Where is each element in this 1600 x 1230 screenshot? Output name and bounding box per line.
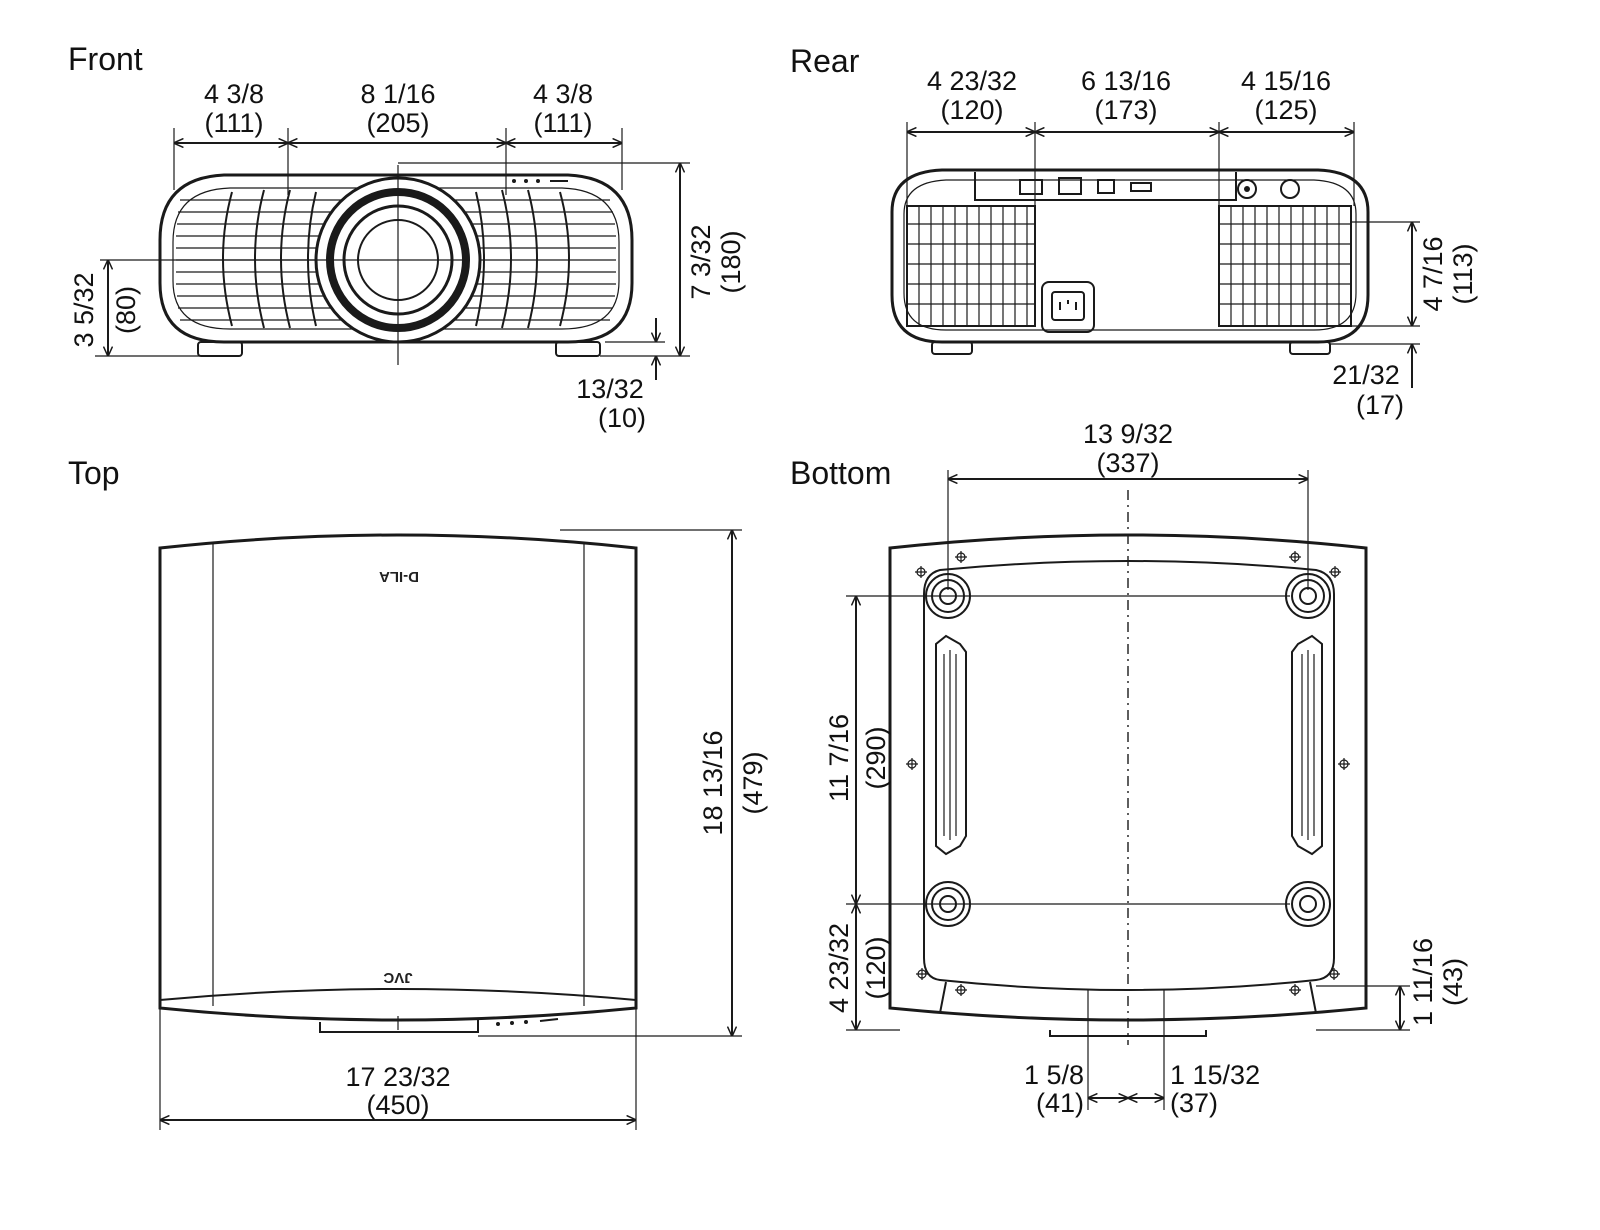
rear-view: Rear xyxy=(790,43,1478,420)
ac-power-inlet xyxy=(1041,281,1095,333)
front-center-width-in: 8 1/16 xyxy=(360,79,435,109)
hdmi-port-2 xyxy=(1058,177,1082,195)
top-view: Top D-ILA JVC 17 23/32 (450) 18 13/16 xyxy=(68,455,768,1130)
front-left-width-mm: (111) xyxy=(204,108,263,138)
front-right-width-in: 4 3/8 xyxy=(533,79,593,109)
front-lens-height-mm: (80) xyxy=(111,286,141,334)
hdmi-port-1 xyxy=(1019,179,1043,195)
front-status-leds xyxy=(512,179,568,183)
top-jvc-logo: JVC xyxy=(383,969,412,986)
bottom-front-foot-offset-mm: (120) xyxy=(861,936,891,999)
top-depth-in: 18 13/16 xyxy=(698,730,728,835)
rear-right-width-in: 4 15/16 xyxy=(1241,66,1331,96)
rear-extension-lines xyxy=(906,122,1420,345)
bottom-foot-span-x-in: 13 9/32 xyxy=(1083,419,1173,449)
rear-center-width-in: 6 13/16 xyxy=(1081,66,1171,96)
bottom-view: Bottom xyxy=(790,419,1468,1118)
rear-connector-panel xyxy=(974,172,1300,201)
front-foot-height-mm: (10) xyxy=(598,403,646,433)
front-view-title: Front xyxy=(68,41,143,77)
bottom-right-vent xyxy=(1291,634,1323,856)
front-total-height-in: 7 3/32 xyxy=(686,224,716,299)
trigger-jack xyxy=(1237,179,1257,199)
front-right-width-mm: (111) xyxy=(533,108,592,138)
bottom-foot-span-y-mm: (290) xyxy=(861,726,891,789)
top-projector-body: D-ILA JVC xyxy=(158,533,638,1033)
front-left-foot xyxy=(197,341,243,357)
rear-left-foot xyxy=(931,341,973,355)
bottom-left-center-in: 1 5/8 xyxy=(1024,1060,1084,1090)
top-width-mm: (450) xyxy=(366,1090,429,1120)
ir-jack xyxy=(1280,179,1300,199)
bottom-view-title: Bottom xyxy=(790,455,891,491)
rear-right-vent xyxy=(1218,205,1352,327)
rear-right-width-mm: (125) xyxy=(1254,95,1317,125)
bottom-extension-lines xyxy=(846,470,1410,1110)
bottom-foot-span-y-in: 11 7/16 xyxy=(824,714,854,802)
front-foot-height-in: 13/32 xyxy=(576,374,644,404)
bottom-front-foot-offset-in: 4 23/32 xyxy=(824,923,854,1013)
rear-left-vent xyxy=(906,205,1036,327)
bottom-foot-span-x-mm: (337) xyxy=(1096,448,1159,478)
lan-port xyxy=(1097,179,1115,194)
usb-port xyxy=(1130,182,1152,192)
rear-center-width-mm: (173) xyxy=(1094,95,1157,125)
rear-foot-height-in: 21/32 xyxy=(1332,360,1400,390)
rear-view-title: Rear xyxy=(790,43,860,79)
rear-right-foot xyxy=(1289,341,1331,355)
rear-vent-height-in: 4 7/16 xyxy=(1418,236,1448,311)
bottom-left-vent xyxy=(935,634,967,856)
front-view: Front xyxy=(68,41,746,433)
front-projector-body xyxy=(158,173,634,357)
bottom-right-center-in: 1 15/32 xyxy=(1170,1060,1260,1090)
top-extension-lines xyxy=(159,529,742,1130)
front-left-width-in: 4 3/8 xyxy=(204,79,264,109)
front-center-width-mm: (205) xyxy=(366,108,429,138)
bottom-screw-marks xyxy=(906,551,1350,996)
rear-projector-body xyxy=(890,168,1370,355)
top-view-title: Top xyxy=(68,455,120,491)
bottom-edge-offset-mm: (43) xyxy=(1438,958,1468,1006)
bottom-left-center-mm: (41) xyxy=(1036,1088,1084,1118)
top-depth-mm: (479) xyxy=(738,751,768,814)
bottom-edge-offset-in: 1 11/16 xyxy=(1408,938,1438,1026)
rear-foot-height-mm: (17) xyxy=(1356,390,1404,420)
rear-vent-height-mm: (113) xyxy=(1448,243,1478,304)
bottom-projector-body xyxy=(888,490,1368,1045)
front-right-foot xyxy=(555,341,601,357)
front-lens-height-in: 3 5/32 xyxy=(69,272,99,347)
rear-left-width-in: 4 23/32 xyxy=(927,66,1017,96)
rear-left-width-mm: (120) xyxy=(940,95,1003,125)
foot-front-right xyxy=(1285,881,1331,927)
top-width-in: 17 23/32 xyxy=(345,1062,450,1092)
bottom-right-center-mm: (37) xyxy=(1170,1088,1218,1118)
front-total-height-mm: (180) xyxy=(716,230,746,293)
top-dila-logo: D-ILA xyxy=(379,568,419,585)
top-status-leds xyxy=(496,1018,559,1026)
